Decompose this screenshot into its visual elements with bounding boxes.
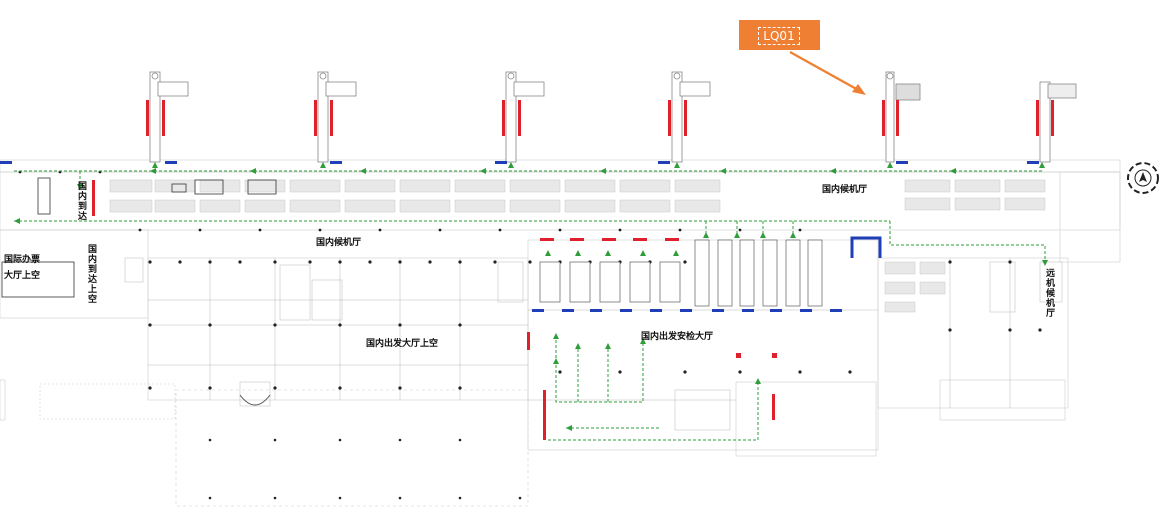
jet-bridge-icon (317, 71, 357, 163)
seating-blocks (109, 179, 1046, 313)
security-lanes (539, 239, 823, 307)
label-domestic-arrivals-above: 国内到达上空 (86, 244, 97, 304)
jet-bridge-icon (1039, 81, 1077, 163)
callout-box (739, 20, 820, 50)
jet-bridges (149, 71, 1077, 163)
structural-columns (18, 170, 1042, 500)
label-domestic-waiting-hall-top-right: 国内候机厅 (822, 183, 867, 195)
label-domestic-arrivals: 国内到达 (76, 181, 87, 221)
callout-arrow (789, 51, 866, 95)
passenger-flow-lines (14, 170, 1046, 441)
north-compass-icon (1127, 162, 1159, 194)
flow-arrowheads (14, 162, 1048, 431)
label-international-ticket-hall-line1: 国际办票 (4, 253, 40, 265)
gate-markers-red (92, 100, 1054, 440)
label-domestic-waiting-hall-center: 国内候机厅 (316, 236, 361, 248)
label-domestic-departure-hall-above: 国内出发大厅上空 (366, 337, 438, 349)
curved-stair (239, 394, 271, 406)
label-domestic-departure-security-hall: 国内出发安检大厅 (641, 330, 713, 342)
jet-bridge-icon (671, 71, 711, 163)
background-linework (0, 159, 1121, 507)
jet-bridge-icon (505, 71, 545, 163)
gate-markers-blue (0, 161, 1039, 312)
label-international-ticket-hall-line2: 大厅上空 (4, 269, 40, 281)
callout-label: LQ01 (758, 27, 800, 45)
jet-bridge-icon (885, 71, 921, 163)
room-partitions (124, 257, 1063, 431)
jet-bridge-icon (149, 71, 189, 163)
counter-boxes (1, 177, 277, 298)
label-remote-waiting-hall: 远机候机厅 (1044, 268, 1055, 318)
